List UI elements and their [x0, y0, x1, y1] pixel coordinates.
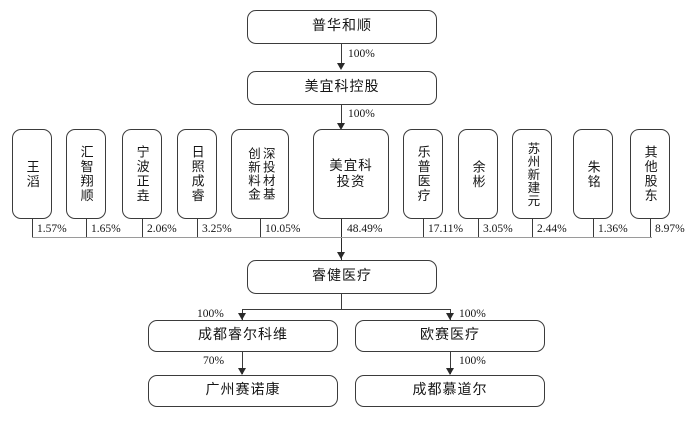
percent-yu-bin: 3.05% — [483, 223, 513, 235]
percent-ousai-medical: 100% — [459, 308, 486, 320]
stub-ningbozhengyao — [142, 219, 143, 237]
percent-zhu-ming: 1.36% — [598, 223, 628, 235]
node-chengdu-ruierkewei[interactable]: 成都睿尔科维 — [148, 320, 338, 352]
percent-ningbozhengyao: 2.06% — [147, 223, 177, 235]
edge-label-100-top: 100% — [348, 48, 375, 60]
stub-suzhouxinjianyuan — [532, 219, 533, 237]
node-rizhaochengrui[interactable]: 日照成睿 — [177, 129, 217, 219]
stub-shenchuangtou — [260, 219, 261, 237]
arrow-to-ousai-medical — [446, 313, 454, 320]
percent-lepu-medical: 17.11% — [428, 223, 464, 235]
stub-zhu-ming — [593, 219, 594, 237]
edge-label-100-second: 100% — [348, 108, 375, 120]
node-ruijian-medical[interactable]: 睿健医疗 — [247, 260, 437, 294]
node-ningbozhengyao[interactable]: 宁波正垚 — [122, 129, 162, 219]
percent-wang-tao: 1.57% — [37, 223, 67, 235]
node-ousai-medical[interactable]: 欧赛医疗 — [355, 320, 545, 352]
node-yu-bin[interactable]: 余彬 — [458, 129, 498, 219]
edge-ruijian-down — [341, 294, 342, 309]
shareholder-bus-line — [32, 237, 652, 238]
arrow-to-guangzhou-sainuokang — [238, 368, 246, 375]
node-shenchuangtou[interactable]: 深投材基 创新料金 — [231, 129, 289, 219]
percent-shenchuangtou: 10.05% — [265, 223, 301, 235]
stub-lepu-medical — [423, 219, 424, 237]
arrow-to-meiyike-investment — [337, 123, 345, 130]
percent-chengdu-ruierkewei: 100% — [197, 308, 224, 320]
percent-suzhouxinjianyuan: 2.44% — [537, 223, 567, 235]
edge-meiyike-holding-to-meiyike-investment — [341, 105, 342, 125]
node-zhu-ming[interactable]: 朱铭 — [573, 129, 613, 219]
node-lepu-medical[interactable]: 乐普医疗 — [403, 129, 443, 219]
stub-rizhaochengrui — [197, 219, 198, 237]
node-chengdu-mudaoer[interactable]: 成都慕道尔 — [355, 375, 545, 407]
arrow-to-chengdu-ruierkewei — [238, 313, 246, 320]
node-guangzhou-sainuokang[interactable]: 广州赛诺康 — [148, 375, 338, 407]
node-meiyike-holding[interactable]: 美宜科控股 — [247, 71, 437, 105]
node-huizhixiangshun[interactable]: 汇智翔顺 — [66, 129, 106, 219]
node-suzhouxinjianyuan[interactable]: 苏州新建元 — [512, 129, 552, 219]
edge-chengdu-ruierkewei-to-guangzhou-sainuokang — [242, 352, 243, 374]
stub-other-holders — [650, 219, 651, 237]
percent-meiyike-investment: 48.49% — [347, 223, 383, 235]
percent-huizhixiangshun: 1.65% — [91, 223, 121, 235]
arrow-to-chengdu-mudaoer — [446, 368, 454, 375]
percent-other-holders: 8.97% — [655, 223, 685, 235]
edge-ousai-medical-to-chengdu-mudaoer — [450, 352, 451, 374]
node-puhuaheshun[interactable]: 普华和顺 — [247, 10, 437, 44]
edge-meiyike-investment-to-ruijian — [341, 219, 342, 264]
node-meiyike-investment[interactable]: 美宜科 投资 — [313, 129, 389, 219]
edge-ruijian-split — [242, 309, 451, 310]
node-other-holders[interactable]: 其他股东 — [630, 129, 670, 219]
percent-chengdu-mudaoer: 100% — [459, 355, 486, 367]
edge-puhuaheshun-to-meiyike-holding — [341, 44, 342, 64]
node-wang-tao[interactable]: 王滔 — [12, 129, 52, 219]
stub-huizhixiangshun — [86, 219, 87, 237]
stub-wang-tao — [32, 219, 33, 237]
percent-guangzhou-sainuokang: 70% — [203, 355, 225, 367]
arrow-to-meiyike-holding — [337, 63, 345, 70]
stub-yu-bin — [478, 219, 479, 237]
percent-rizhaochengrui: 3.25% — [202, 223, 232, 235]
arrow-to-ruijian-medical — [337, 252, 345, 259]
